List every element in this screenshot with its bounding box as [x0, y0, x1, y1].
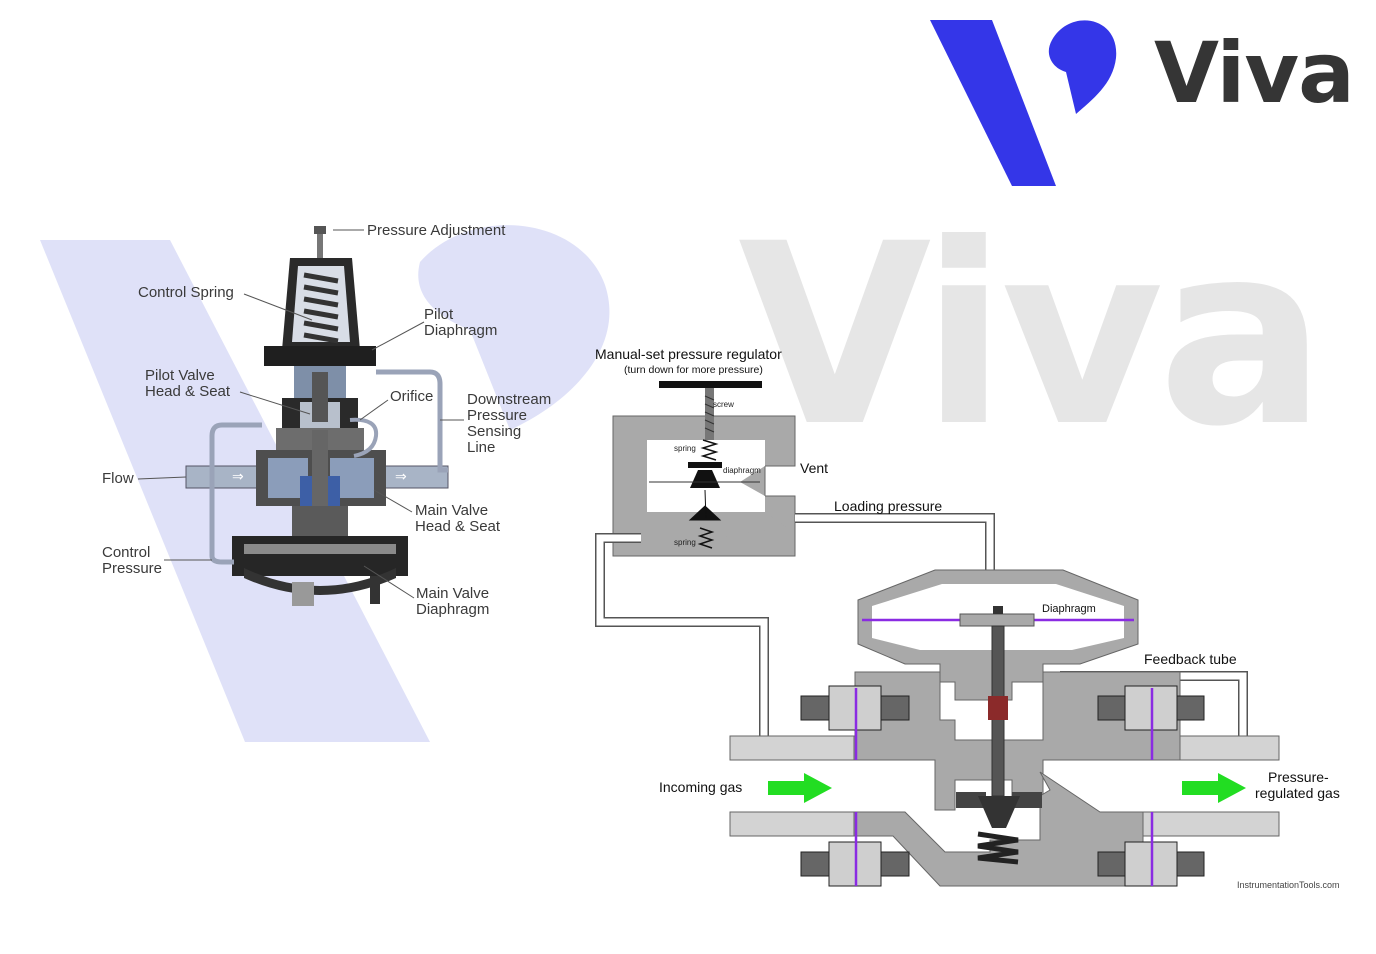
svg-text:⇒: ⇒	[232, 468, 244, 484]
outgoing-gas-arrow	[1182, 773, 1246, 803]
watermark-wordmark: Viva	[738, 190, 1326, 481]
label-control-spring: Control Spring	[138, 284, 234, 301]
label-diaphragm-small: diaphragm	[723, 466, 761, 475]
label-downstream-line4: Line	[467, 439, 496, 456]
manual-regulator-schematic	[595, 381, 1280, 887]
svg-text:⇒: ⇒	[395, 468, 407, 484]
label-flow: Flow	[102, 470, 134, 487]
orifice-tube	[349, 417, 379, 458]
label-regulated-gas-line1: Pressure-	[1268, 769, 1329, 785]
label-downstream-line2: Pressure	[467, 407, 528, 424]
label-main-valve-diaphragm-line1: Main Valve	[416, 585, 490, 602]
label-pilot-valve-line2: Head & Seat	[145, 383, 231, 400]
label-pressure-adjustment: Pressure Adjustment	[367, 222, 506, 239]
pilot-regulator-cutaway: ⇒ ⇒	[137, 226, 464, 606]
label-pilot-diaphragm-line1: Pilot	[424, 306, 454, 323]
leader-lines	[137, 229, 464, 599]
label-loading-pressure: Loading pressure	[834, 498, 943, 514]
label-control-pressure-line1: Control	[102, 544, 151, 561]
label-main-valve-head-line1: Main Valve	[415, 502, 489, 519]
credit-text: InstrumentationTools.com	[1237, 880, 1340, 890]
pilot-springs-diaphragm	[649, 439, 760, 549]
label-main-valve-diaphragm-line2: Diaphragm	[416, 601, 490, 618]
control-pressure-line	[209, 422, 262, 565]
label-incoming-gas: Incoming gas	[659, 779, 743, 795]
label-feedback-tube: Feedback tube	[1144, 651, 1237, 667]
label-regulated-gas-line2: regulated gas	[1255, 785, 1340, 801]
label-diaphragm: Diaphragm	[1042, 603, 1096, 615]
flange-gaskets	[854, 688, 1154, 886]
logo-mark-icon	[930, 20, 1117, 186]
valve-stem-plug	[956, 606, 1042, 865]
pilot-flange	[264, 346, 376, 366]
supply-tube	[595, 533, 769, 756]
label-pilot-valve-line1: Pilot Valve	[145, 367, 215, 384]
adjustment-screw	[314, 226, 326, 258]
label-downstream-line3: Sensing	[467, 423, 522, 440]
sensing-line	[376, 369, 448, 473]
main-valve-body: ⇒ ⇒	[185, 428, 449, 540]
label-spring-top: spring	[674, 444, 696, 453]
brand-logo: Viva	[930, 10, 1370, 190]
label-pilot-diaphragm-line2: Diaphragm	[424, 322, 498, 339]
spring-bonnet	[282, 258, 360, 350]
incoming-gas-arrow	[768, 773, 832, 803]
label-downstream-line1: Downstream	[467, 391, 552, 408]
logo-wordmark: Viva	[1154, 24, 1355, 122]
main-diaphragm-case	[232, 506, 408, 606]
regulator-title: Manual-set pressure regulator	[595, 346, 782, 362]
label-orifice: Orifice	[390, 388, 434, 405]
label-screw: screw	[713, 400, 734, 409]
label-spring-bottom: spring	[674, 538, 696, 547]
label-main-valve-head-line2: Head & Seat	[415, 518, 501, 535]
label-vent: Vent	[800, 460, 829, 476]
pilot-body	[282, 366, 358, 428]
adjusting-screw	[659, 381, 762, 440]
regulator-subtitle: (turn down for more pressure)	[624, 364, 763, 376]
label-control-pressure-line2: Pressure	[102, 560, 163, 577]
